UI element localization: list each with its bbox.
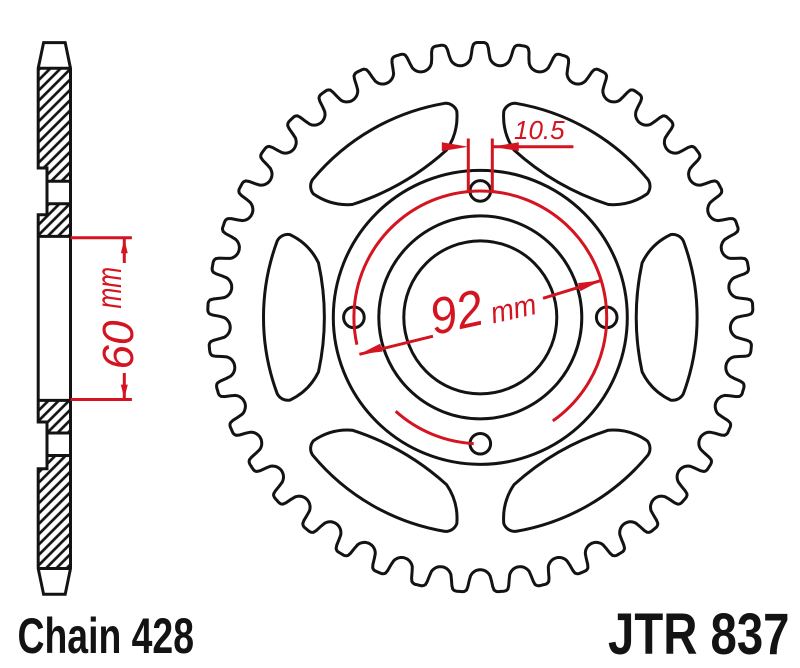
svg-text:10.5: 10.5	[514, 115, 565, 145]
svg-text:JTR 837: JTR 837	[608, 602, 790, 667]
svg-text:92: 92	[424, 279, 488, 346]
svg-text:Chain 428: Chain 428	[18, 608, 195, 664]
svg-text:mm: mm	[90, 267, 129, 309]
svg-text:60: 60	[95, 321, 143, 370]
